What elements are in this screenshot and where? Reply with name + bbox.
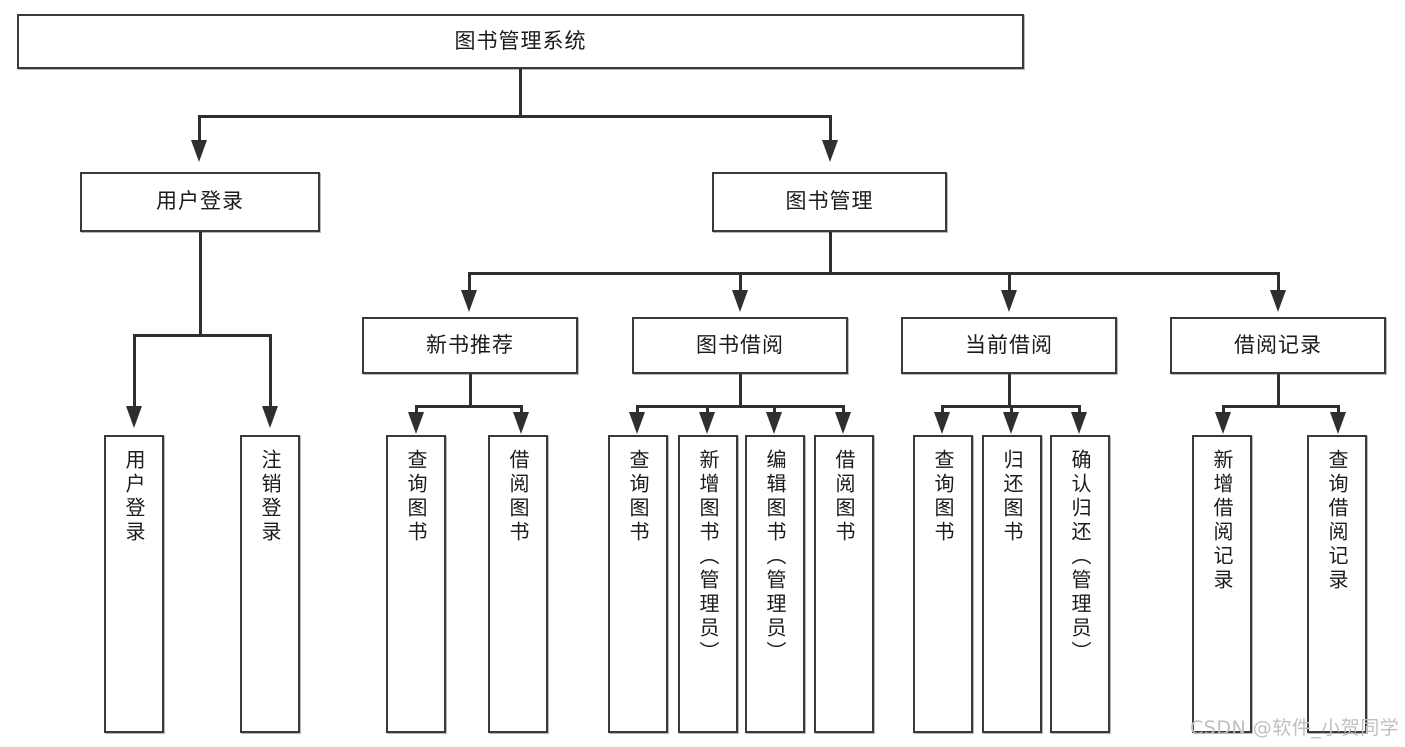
- connector-user-login-bus: [133, 334, 269, 337]
- arrowhead-bb-to-leaf-1: [629, 412, 645, 434]
- node-book-management-label: 图书管理: [785, 189, 874, 214]
- leaf-return-book[interactable]: 归还图书: [982, 435, 1042, 733]
- connector-bm-to-new-book: [468, 272, 471, 292]
- connector-borrow-record-stem: [1277, 374, 1280, 407]
- leaf-confirm-return[interactable]: 确认归还（管理员）: [1050, 435, 1110, 733]
- arrowhead-user-login-to-leaf-2: [262, 406, 278, 428]
- arrowhead-bb-to-leaf-3: [766, 412, 782, 434]
- connector-borrow-record-bus: [1222, 405, 1340, 408]
- arrowhead-bm-to-book-borrow: [732, 290, 748, 312]
- node-borrow-record-label: 借阅记录: [1234, 332, 1322, 357]
- arrowhead-bb-to-leaf-4: [835, 412, 851, 434]
- leaf-borrow-book-1[interactable]: 借阅图书: [488, 435, 548, 733]
- arrowhead-cb-to-leaf-3: [1071, 412, 1087, 434]
- node-root[interactable]: 图书管理系统: [17, 14, 1024, 69]
- node-user-login[interactable]: 用户登录: [80, 172, 320, 232]
- leaf-confirm-return-label: 确认归还（管理员）: [1068, 449, 1092, 665]
- arrowhead-bm-to-new-book: [461, 290, 477, 312]
- leaf-user-logout-label: 注销登录: [258, 449, 282, 545]
- arrowhead-new-book-to-leaf-1: [408, 412, 424, 434]
- arrowhead-new-book-to-leaf-2: [513, 412, 529, 434]
- arrowhead-br-to-leaf-2: [1330, 412, 1346, 434]
- node-borrow-record[interactable]: 借阅记录: [1170, 317, 1386, 374]
- node-book-management[interactable]: 图书管理: [712, 172, 947, 232]
- arrowhead-root-to-book-management: [822, 140, 838, 162]
- node-current-borrow[interactable]: 当前借阅: [901, 317, 1117, 374]
- connector-user-login-stem: [199, 232, 202, 336]
- connector-root-stem: [519, 69, 522, 117]
- leaf-query-record[interactable]: 查询借阅记录: [1307, 435, 1367, 733]
- connector-root-to-book-management: [829, 115, 832, 143]
- leaf-query-book-2[interactable]: 查询图书: [608, 435, 668, 733]
- node-new-book-recommend-label: 新书推荐: [426, 332, 514, 357]
- connector-user-login-to-leaf-2: [269, 334, 272, 408]
- arrowhead-user-login-to-leaf-1: [126, 406, 142, 428]
- node-book-borrow-label: 图书借阅: [696, 332, 784, 357]
- connector-new-book-bus: [415, 405, 523, 408]
- connector-book-management-stem: [829, 232, 832, 274]
- leaf-query-book-1[interactable]: 查询图书: [386, 435, 446, 733]
- connector-root-bus: [198, 115, 832, 118]
- leaf-add-book-label: 新增图书（管理员）: [696, 449, 720, 665]
- leaf-borrow-book-2[interactable]: 借阅图书: [814, 435, 874, 733]
- connector-bm-to-current-borrow: [1008, 272, 1011, 292]
- leaf-user-login[interactable]: 用户登录: [104, 435, 164, 733]
- connector-book-borrow-stem: [739, 374, 742, 407]
- leaf-user-login-label: 用户登录: [122, 449, 146, 545]
- leaf-borrow-book-2-label: 借阅图书: [832, 449, 856, 545]
- leaf-add-record[interactable]: 新增借阅记录: [1192, 435, 1252, 733]
- leaf-query-book-1-label: 查询图书: [404, 449, 428, 545]
- leaf-query-book-3[interactable]: 查询图书: [913, 435, 973, 733]
- leaf-query-book-2-label: 查询图书: [626, 449, 650, 545]
- leaf-edit-book[interactable]: 编辑图书（管理员）: [745, 435, 805, 733]
- leaf-return-book-label: 归还图书: [1000, 449, 1024, 545]
- leaf-add-record-label: 新增借阅记录: [1210, 449, 1234, 593]
- connector-root-to-user-login: [198, 115, 201, 143]
- node-current-borrow-label: 当前借阅: [965, 332, 1053, 357]
- arrowhead-root-to-user-login: [191, 140, 207, 162]
- connector-book-management-bus: [468, 272, 1280, 275]
- connector-user-login-to-leaf-1: [133, 334, 136, 408]
- leaf-query-book-3-label: 查询图书: [931, 449, 955, 545]
- arrowhead-bm-to-borrow-record: [1270, 290, 1286, 312]
- node-book-borrow[interactable]: 图书借阅: [632, 317, 848, 374]
- connector-bm-to-book-borrow: [739, 272, 742, 292]
- node-user-login-label: 用户登录: [156, 189, 244, 214]
- arrowhead-bb-to-leaf-2: [699, 412, 715, 434]
- leaf-borrow-book-1-label: 借阅图书: [506, 449, 530, 545]
- arrowhead-bm-to-current-borrow: [1001, 290, 1017, 312]
- connector-book-borrow-bus: [636, 405, 844, 408]
- node-new-book-recommend[interactable]: 新书推荐: [362, 317, 578, 374]
- leaf-edit-book-label: 编辑图书（管理员）: [763, 449, 787, 665]
- arrowhead-br-to-leaf-1: [1215, 412, 1231, 434]
- arrowhead-cb-to-leaf-2: [1003, 412, 1019, 434]
- arrowhead-cb-to-leaf-1: [934, 412, 950, 434]
- connector-new-book-stem: [469, 374, 472, 407]
- leaf-user-logout[interactable]: 注销登录: [240, 435, 300, 733]
- node-root-label: 图书管理系统: [454, 28, 587, 53]
- connector-bm-to-borrow-record: [1277, 272, 1280, 292]
- leaf-query-record-label: 查询借阅记录: [1325, 449, 1349, 593]
- leaf-add-book[interactable]: 新增图书（管理员）: [678, 435, 738, 733]
- connector-current-borrow-stem: [1008, 374, 1011, 407]
